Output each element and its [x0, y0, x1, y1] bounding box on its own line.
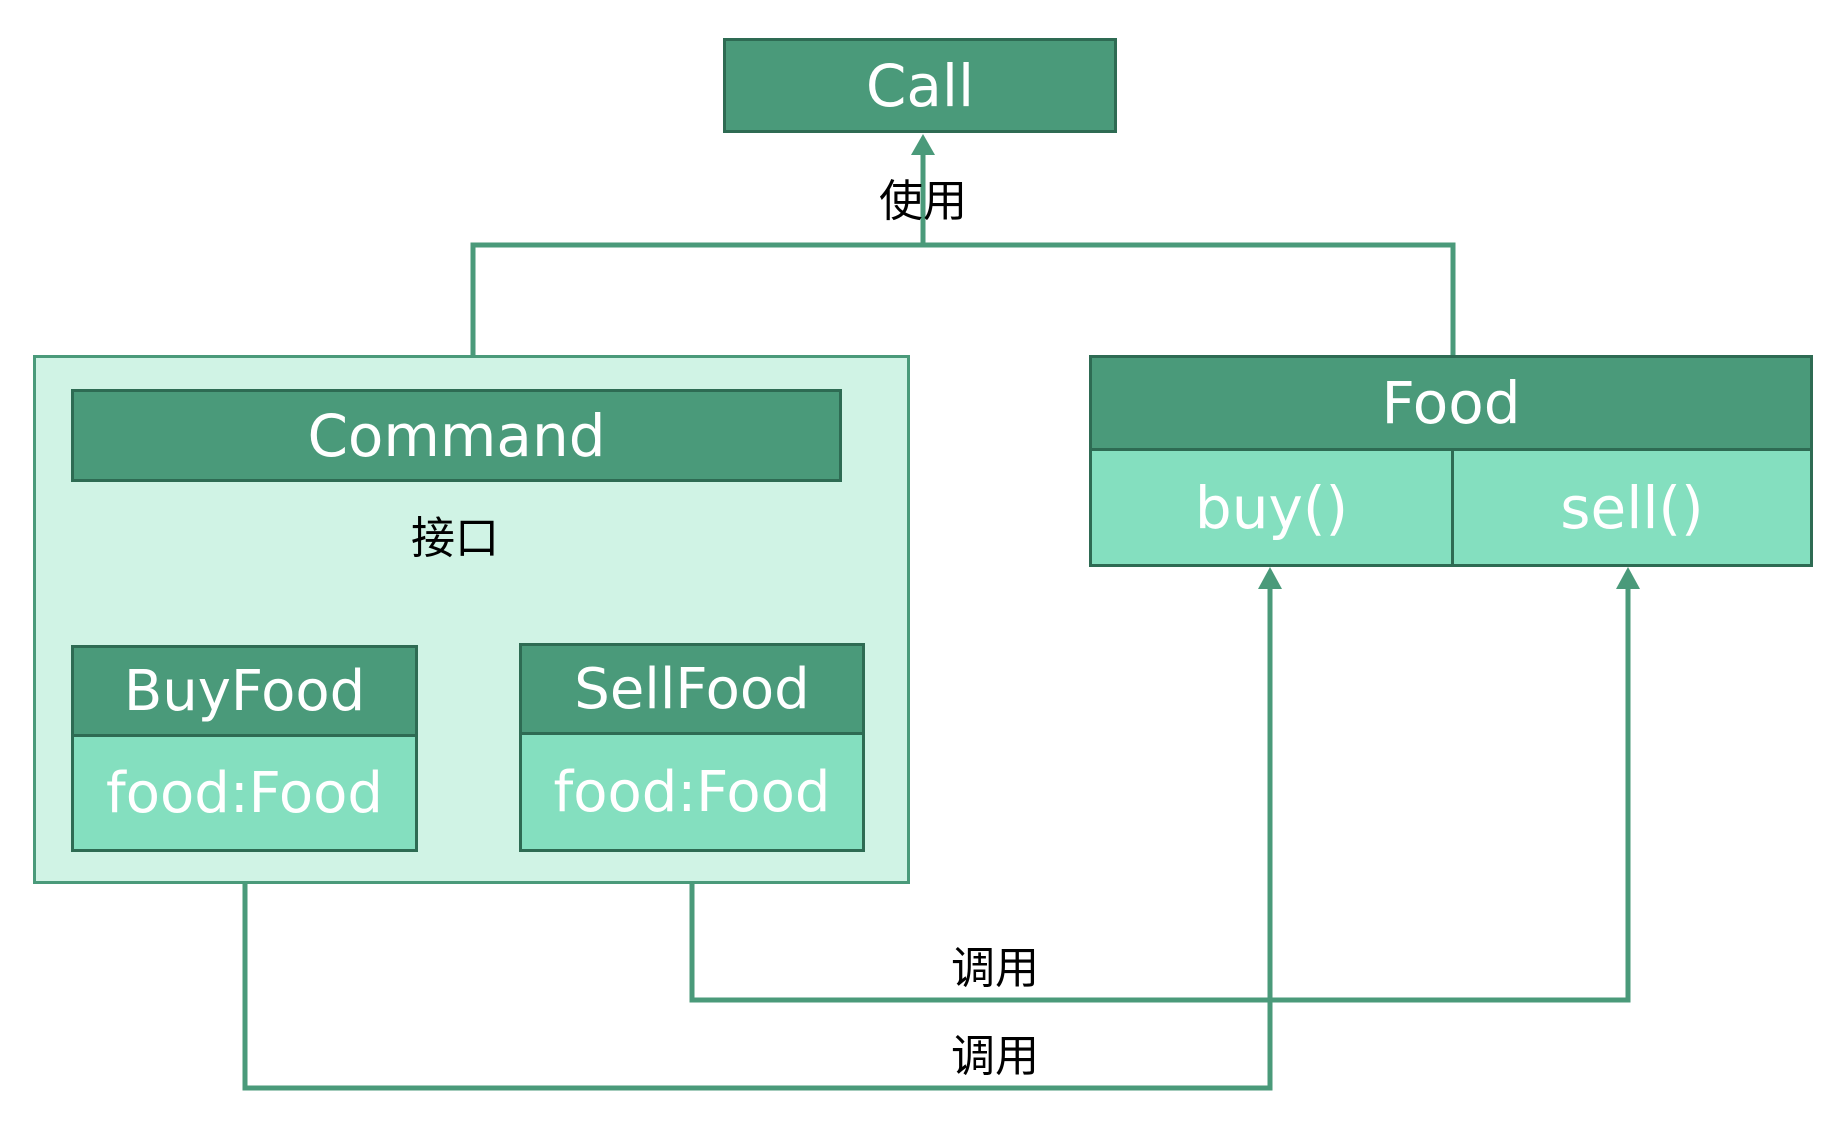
- arrowhead-buy: [1258, 567, 1282, 589]
- edge-sellfood-to-sell: [689, 585, 1631, 1003]
- edge-command-to-call: [470, 242, 1456, 360]
- edge-buyfood-to-buy: [242, 585, 1273, 1091]
- sellfood-field-box: food:Food: [519, 732, 865, 852]
- call-box: Call: [723, 38, 1117, 133]
- edge-label-interface: 接口: [411, 513, 499, 564]
- edge-label-invoke-buy: 调用: [951, 1031, 1039, 1082]
- arrowhead-sell: [1616, 567, 1640, 589]
- buyfood-field-box: food:Food: [71, 734, 418, 852]
- buyfood-box: BuyFood: [71, 645, 418, 737]
- sellfood-box: SellFood: [519, 643, 865, 735]
- food-sell-method: sell(): [1451, 448, 1813, 567]
- edge-label-invoke-sell: 调用: [951, 943, 1039, 994]
- food-box: Food: [1089, 355, 1813, 451]
- command-box: Command: [71, 389, 842, 482]
- arrowhead-call: [911, 134, 935, 155]
- food-buy-method: buy(): [1089, 448, 1454, 567]
- edge-label-use: 使用: [879, 176, 967, 227]
